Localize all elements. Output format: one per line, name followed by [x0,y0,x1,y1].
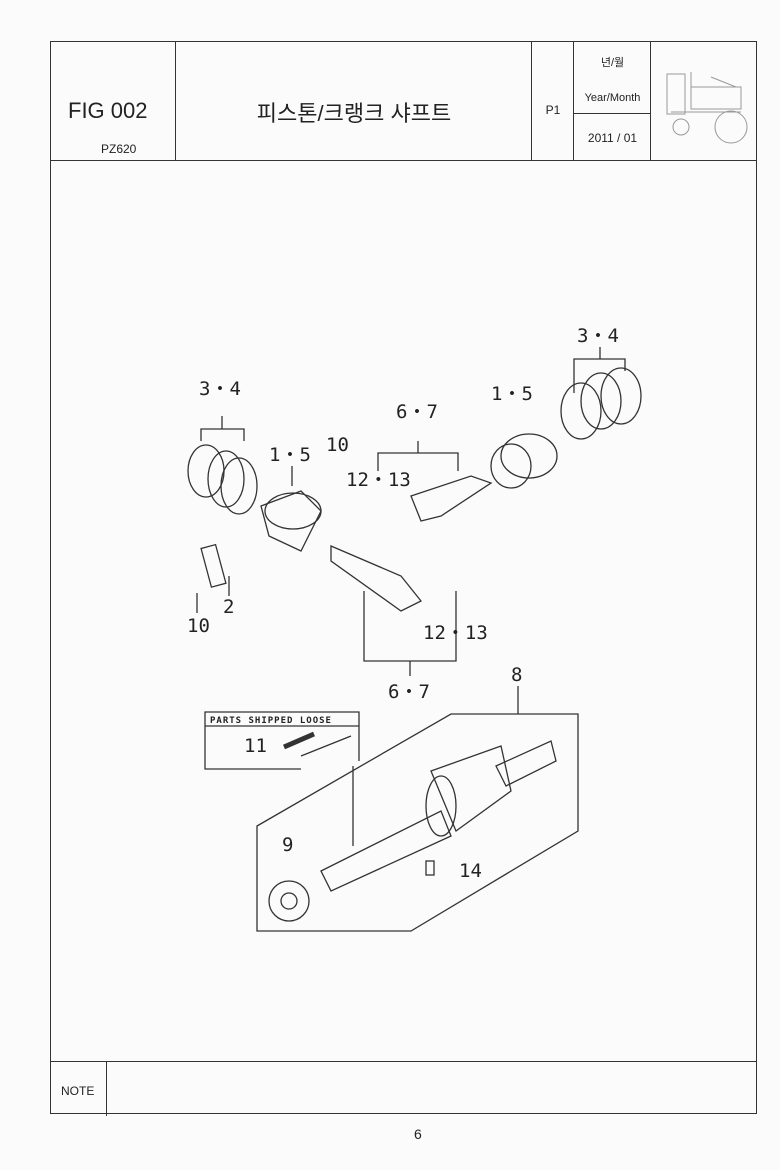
parts-shipped-loose-label: PARTS SHIPPED LOOSE [210,716,332,726]
callout-2: 2 [223,596,234,618]
title-cell: 피스톤/크랭크 샤프트 [176,42,532,160]
callout-1-5: 1・5 [491,383,533,405]
piston-ring [220,457,258,515]
callout-14: 14 [459,860,482,882]
year-month-ko: 년/월 [600,57,625,69]
callout-6-7: 6・7 [396,401,438,423]
year-month-en: Year/Month [584,92,641,104]
page-cell: P1 [532,42,574,160]
callout-12-13: 12・13 [346,469,411,491]
callout-10: 10 [326,434,349,456]
page-title: 피스톤/크랭크 샤프트 [256,101,452,126]
header: FIG 002 PZ620 피스톤/크랭크 샤프트 P1 년/월 Year/Mo… [51,42,756,161]
crankshaft [320,810,452,892]
piston-pin [200,543,227,588]
callout-9: 9 [282,834,293,856]
parts-diagram: 3・4 1・5 10 2 10 6・7 12・13 1・5 3・4 12・13 … [187,325,642,932]
callout-10: 10 [187,615,210,637]
note-label: NOTE [61,1084,95,1098]
callout-1-5: 1・5 [269,444,311,466]
callout-3-4: 3・4 [199,378,241,400]
machine-thumbnail [651,42,758,160]
fig-cell: FIG 002 PZ620 [51,42,176,160]
model: PZ620 [101,142,137,156]
piston-ring [207,450,245,508]
callout-12-13: 12・13 [423,622,488,644]
callout-11: 11 [244,735,267,757]
piston-right [500,433,558,479]
page-number: 6 [414,1126,422,1142]
connecting-rod-upper [410,475,493,522]
fig-number: FIG 002 [68,98,148,123]
gear [268,880,310,922]
tractor-illustration [666,72,748,144]
date: 2011 / 01 [587,131,638,145]
note-row: NOTE [51,1061,756,1116]
crankshaft-outline [256,713,579,932]
page-code: P1 [545,103,561,117]
connecting-rod-lower [330,545,423,612]
callout-8: 8 [511,664,522,686]
page-frame: FIG 002 PZ620 피스톤/크랭크 샤프트 P1 년/월 Year/Mo… [50,41,757,1116]
date-cell: 년/월 Year/Month 2011 / 01 [574,42,651,160]
callout-3-4: 3・4 [577,325,619,347]
callout-6-7: 6・7 [388,681,430,703]
